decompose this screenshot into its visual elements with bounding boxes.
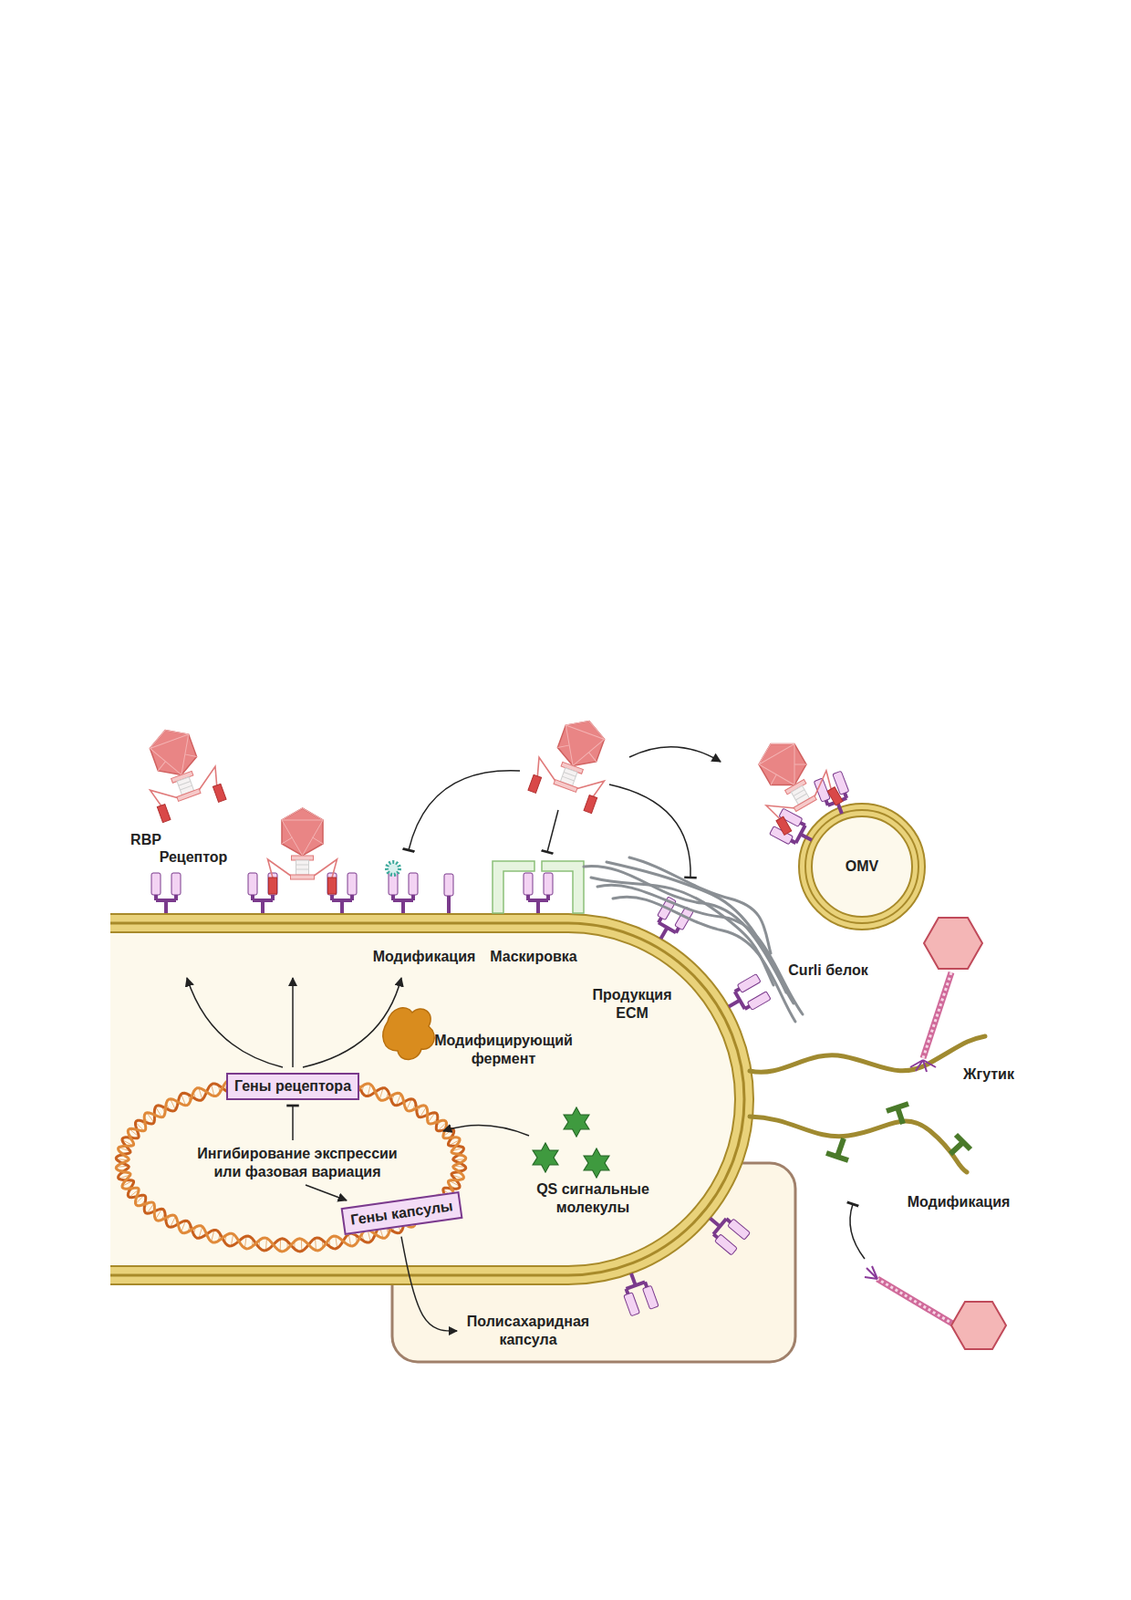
- phages: [132, 709, 844, 894]
- cell-body: [110, 923, 745, 1276]
- node-text: Полисахаридная капсула: [463, 1312, 593, 1349]
- diagram-label: Curli белок: [788, 961, 868, 980]
- diagram-label: Продукция ECM: [581, 985, 683, 1022]
- diagram-label: Модифицирующий фермент: [430, 1031, 577, 1068]
- connector-arrow: [401, 1236, 457, 1331]
- dna-helix: [115, 1074, 466, 1252]
- diagram-label: Маскировка: [489, 947, 577, 966]
- phage-arrows: [408, 747, 721, 878]
- node-text: OMV: [845, 857, 879, 876]
- diagram-label: Рецептор: [159, 848, 229, 867]
- flagellum-modifications: [826, 1103, 971, 1161]
- gene-box: Гены рецептора: [226, 1072, 360, 1100]
- diagram-label: RBP: [130, 830, 162, 850]
- enzyme-blob: [383, 1007, 435, 1060]
- diagram-label: Жгутик: [963, 1065, 1015, 1084]
- flagella: [749, 1036, 986, 1173]
- capsule-label-node: Полисахаридная капсула: [459, 1310, 597, 1350]
- cell-envelope: [110, 923, 745, 1276]
- omv-node: OMV: [816, 820, 908, 913]
- qs-molecules: [532, 1107, 610, 1178]
- flagellum-phages: [850, 917, 1007, 1349]
- diagram-label: Модификация: [373, 947, 477, 966]
- modification-mark: [386, 861, 400, 875]
- node-text: Гены рецептора: [234, 1077, 352, 1096]
- masking-brackets: [492, 861, 584, 914]
- diagram-label: Модификация: [907, 1193, 1011, 1212]
- receptors: [151, 872, 771, 1317]
- diagram-label: QS сигнальные молекулы: [529, 1180, 657, 1216]
- diagram-label: Ингибирование экспрессии или фазовая вар…: [186, 1144, 410, 1181]
